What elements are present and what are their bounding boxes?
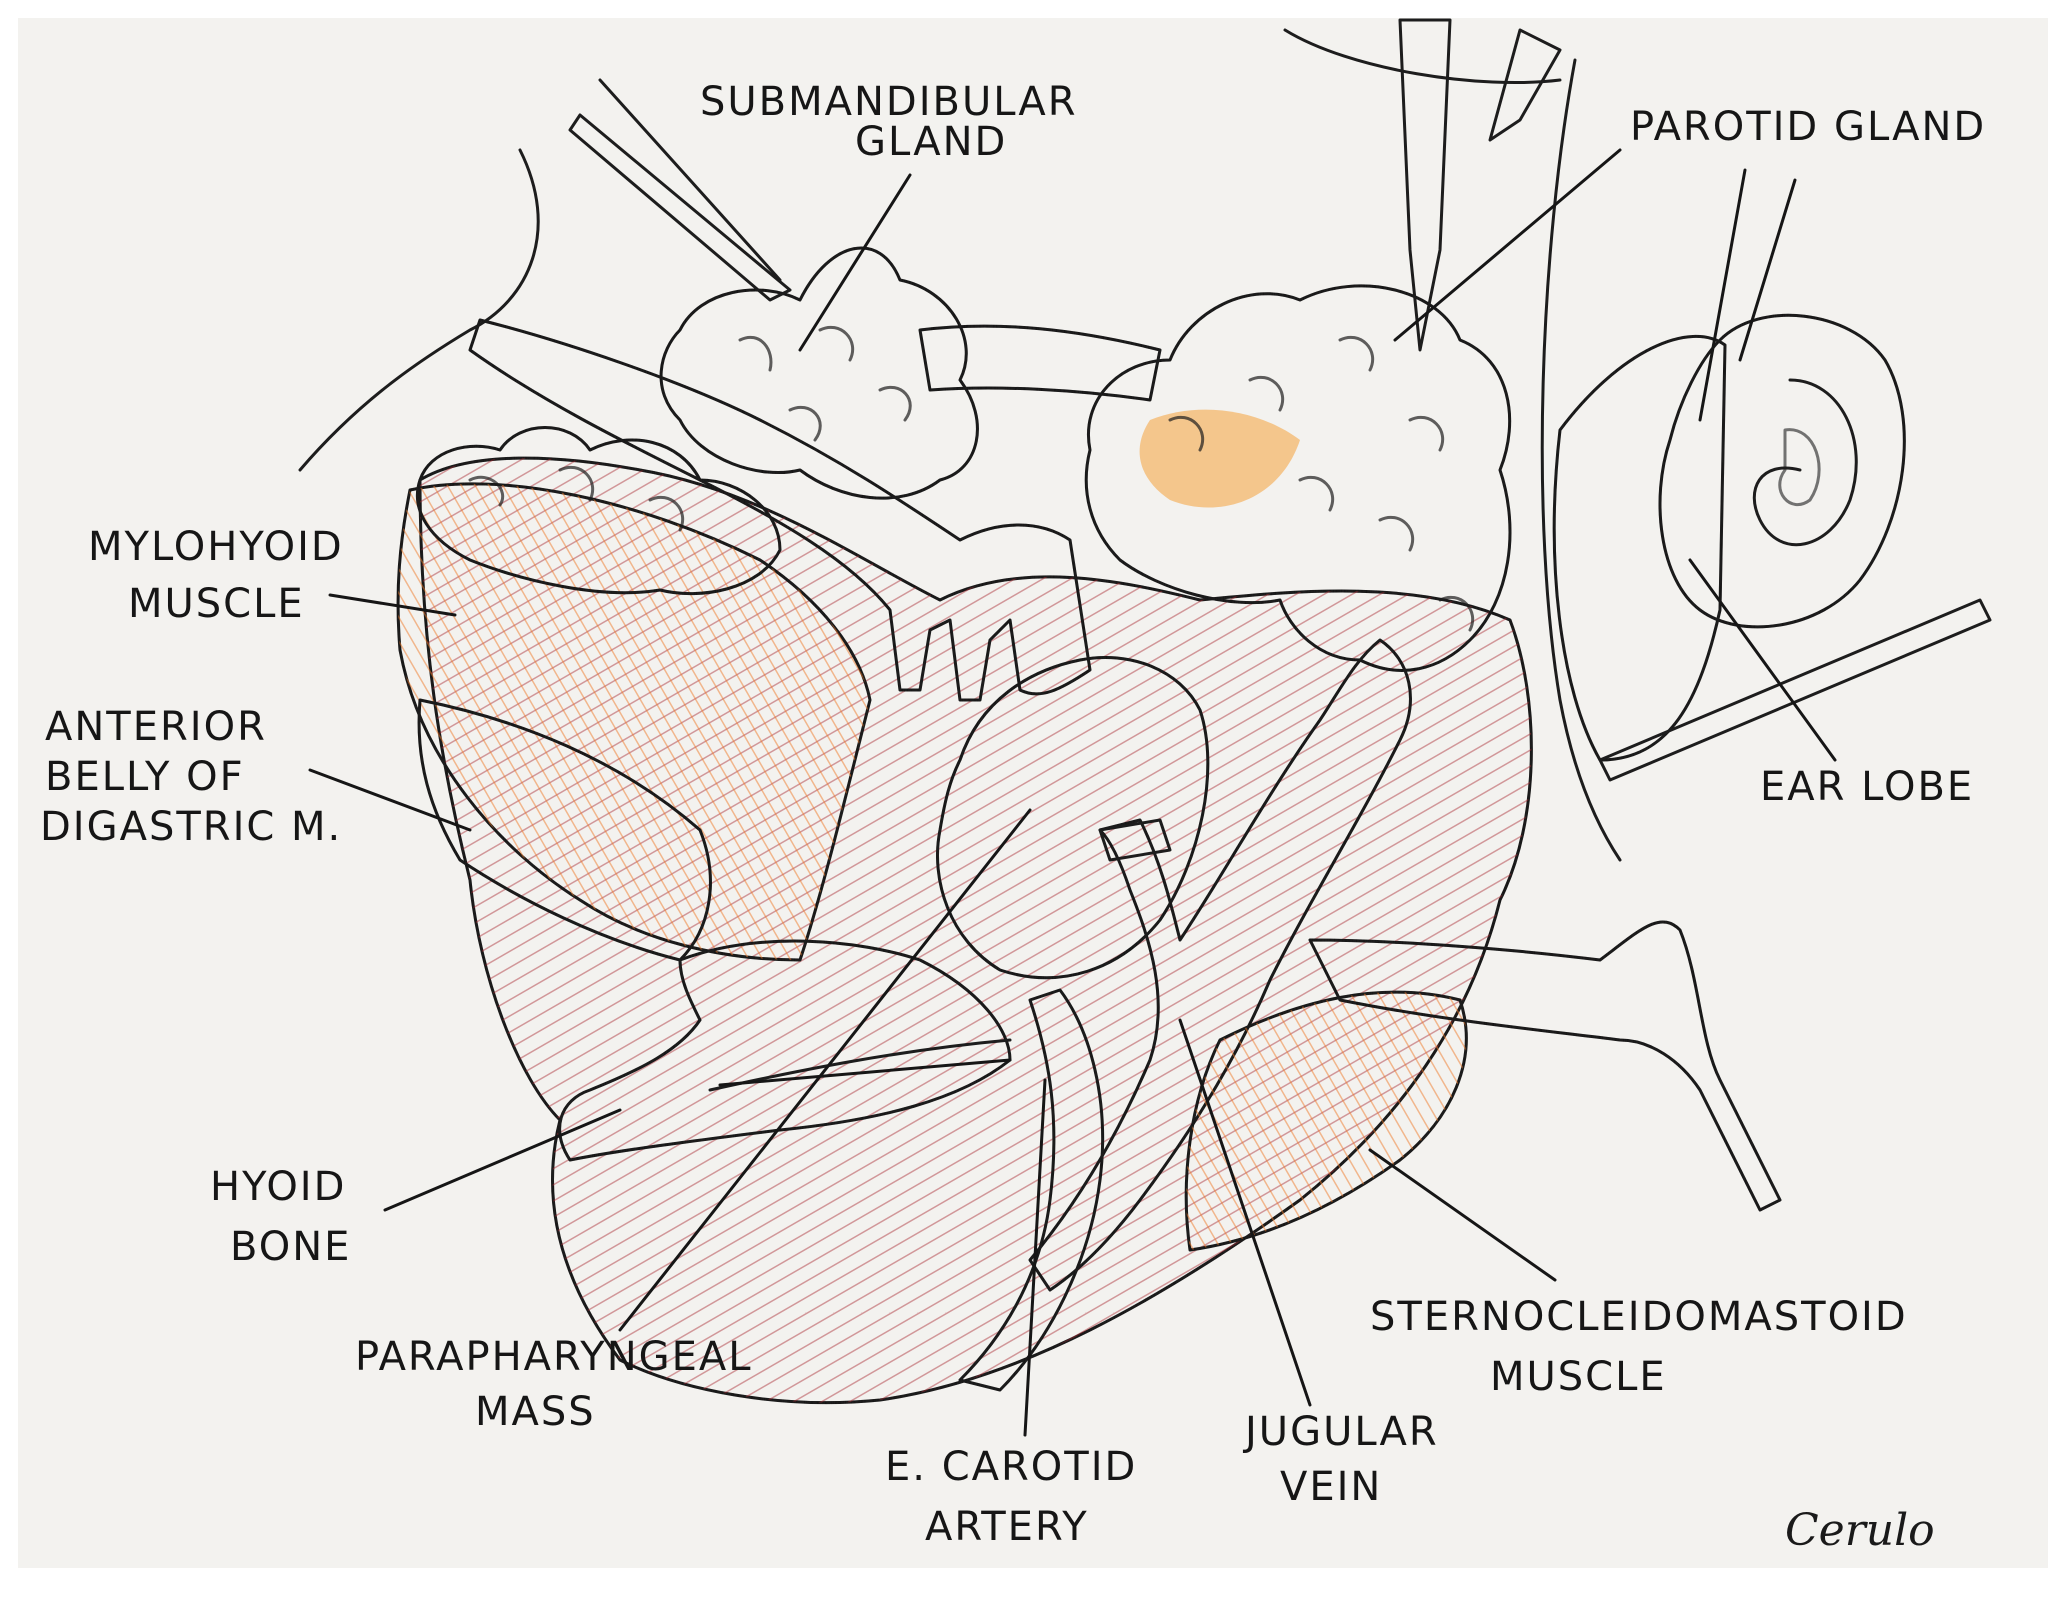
label-parotid-gland: PAROTID GLAND [1630, 104, 1986, 150]
yellow-tissue [918, 324, 1162, 402]
svg-text:ARTERY: ARTERY [925, 1504, 1089, 1550]
label-mylohyoid-muscle: MYLOHYOID MUSCLE [88, 524, 344, 627]
label-anterior-belly-digastric: ANTERIOR BELLY OF DIGASTRIC M. [40, 704, 342, 850]
forceps-top [1398, 18, 1452, 352]
leader-mylohyoid-muscle [328, 593, 457, 617]
leader-ear-lobe-c [1738, 178, 1797, 362]
leader-hyoid-bone [383, 1108, 622, 1212]
artist-signature: Cerulo [1785, 1505, 1935, 1556]
forceps-top-right [1488, 28, 1562, 142]
svg-text:PARAPHARYNGEAL: PARAPHARYNGEAL [355, 1334, 753, 1380]
parapharyngeal-mass [936, 655, 1210, 980]
svg-text:GLAND: GLAND [855, 119, 1007, 165]
external-carotid-artery [958, 988, 1105, 1392]
label-parapharyngeal-mass: PARAPHARYNGEAL MASS [355, 1334, 753, 1435]
jugular-vein [1028, 638, 1412, 1292]
skin-flap-lower [1598, 598, 1992, 782]
label-jugular-vein: JUGULAR VEIN [1242, 1409, 1439, 1510]
label-sternocleidomastoid-muscle: STERNOCLEIDOMASTOID MUSCLE [1370, 1294, 1908, 1400]
label-hyoid-bone: HYOID BONE [210, 1164, 351, 1270]
ear [1658, 313, 1906, 629]
svg-text:HYOID: HYOID [210, 1164, 346, 1210]
jugular-stump [1098, 818, 1172, 862]
leader-anterior-belly-digastric [308, 768, 472, 832]
leader-submandibular-gland [798, 173, 912, 352]
leader-parotid-gland [1393, 148, 1622, 342]
parotid-gland [1084, 284, 1512, 672]
hyoid-bone [558, 939, 1012, 1162]
svg-text:PAROTID GLAND: PAROTID GLAND [1630, 104, 1986, 150]
forceps-top-left-b [598, 78, 782, 282]
svg-text:VEIN: VEIN [1280, 1464, 1382, 1510]
leader-e-carotid-artery [1023, 1078, 1047, 1437]
mylohyoid-gland-cap [415, 426, 782, 596]
leader-ear-lobe [1688, 558, 1837, 762]
leader-sternocleidomastoid-muscle [1368, 1148, 1557, 1282]
svg-text:STERNOCLEIDOMASTOID: STERNOCLEIDOMASTOID [1370, 1294, 1908, 1340]
submandibular-gland [659, 246, 979, 500]
svg-text:ANTERIOR: ANTERIOR [45, 704, 267, 750]
svg-text:BONE: BONE [230, 1224, 351, 1270]
leader-jugular-vein [1178, 1018, 1312, 1407]
svg-text:BELLY OF: BELLY OF [45, 754, 245, 800]
mandible-outline [298, 148, 540, 472]
svg-text:MUSCLE: MUSCLE [128, 581, 305, 627]
label-e-carotid-artery: E. CAROTID ARTERY [885, 1444, 1137, 1550]
svg-text:MASS: MASS [475, 1389, 596, 1435]
retractor-left [468, 318, 1092, 702]
svg-text:DIGASTRIC M.: DIGASTRIC M. [40, 804, 342, 850]
svg-text:MYLOHYOID: MYLOHYOID [88, 524, 344, 570]
retractor-right [1308, 920, 1782, 1212]
leader-parapharyngeal-mass-b [718, 1058, 1012, 1087]
face-curve [1283, 28, 1562, 85]
leader-parapharyngeal-mass [618, 808, 1032, 1332]
label-submandibular-gland: SUBMANDIBULAR GLAND [700, 79, 1078, 165]
svg-text:MUSCLE: MUSCLE [1490, 1354, 1667, 1400]
neck-line [1540, 58, 1622, 862]
forceps-top-left [568, 113, 792, 302]
label-ear-lobe: EAR LOBE [1760, 764, 1974, 810]
svg-text:E. CAROTID: E. CAROTID [885, 1444, 1137, 1490]
leader-ear-lobe-b [1698, 168, 1747, 422]
svg-text:EAR LOBE: EAR LOBE [1760, 764, 1974, 810]
svg-text:JUGULAR: JUGULAR [1242, 1409, 1439, 1455]
svg-text:SUBMANDIBULAR: SUBMANDIBULAR [700, 79, 1078, 125]
